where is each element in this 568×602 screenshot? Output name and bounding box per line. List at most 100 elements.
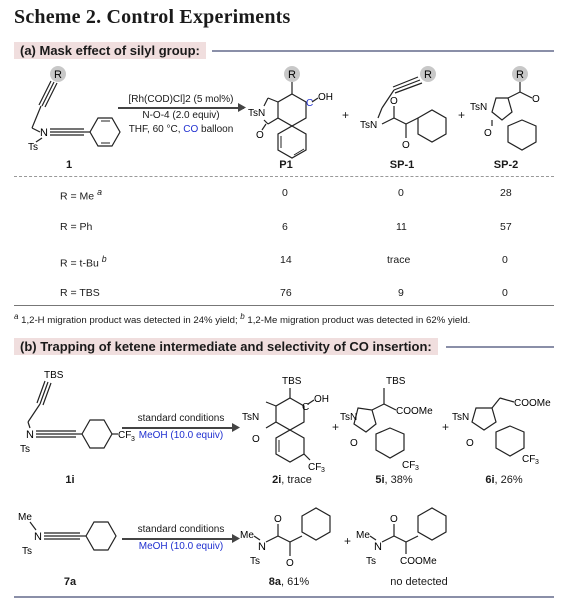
section-b-header: (b) Trapping of ketene intermediate and …	[14, 336, 438, 356]
svg-text:TsN: TsN	[242, 412, 259, 423]
product-sp1-label: SP-1	[389, 159, 415, 171]
svg-text:N: N	[34, 531, 42, 543]
arrow-head-b2	[232, 534, 240, 543]
svg-text:TsN: TsN	[248, 108, 265, 119]
product-6i-label: 6i, 26%	[485, 474, 523, 486]
table-cell-sp2: 28	[500, 187, 512, 199]
table-cell-sp2: 0	[502, 254, 508, 266]
section-a-header: (a) Mask effect of silyl group:	[14, 40, 206, 60]
conditions-b1-bottom: MeOH (10.0 equiv)	[138, 430, 224, 441]
svg-text:N: N	[26, 429, 34, 441]
svg-text:3: 3	[321, 467, 325, 472]
plus-sign: +	[442, 420, 450, 434]
svg-text:COOMe: COOMe	[400, 556, 437, 567]
plus-sign: +	[344, 534, 352, 548]
svg-text:Ts: Ts	[366, 556, 376, 567]
table-divider	[14, 176, 554, 177]
product-6i-structure: COOMe TsN O CF 3	[452, 397, 551, 466]
svg-text:OH: OH	[318, 92, 333, 103]
table-cell-p1: 6	[282, 221, 288, 233]
substrate-1-label: 1	[65, 159, 73, 171]
table-cell-sp1: 0	[398, 187, 404, 199]
arrow-head-a	[238, 103, 246, 112]
product-2i-structure: TBS C OH TsN O CF 3	[242, 376, 329, 472]
svg-text:Ts: Ts	[250, 556, 260, 567]
svg-text:O: O	[532, 94, 540, 105]
svg-text:CF: CF	[118, 430, 131, 441]
svg-text:O: O	[274, 514, 282, 525]
conditions-b2-top: standard conditions	[137, 524, 225, 535]
svg-text:3: 3	[535, 459, 539, 466]
svg-text:TsN: TsN	[360, 120, 377, 131]
product-5i-label: 5i, 38%	[375, 474, 413, 486]
atom-Ts: Ts	[28, 142, 38, 153]
plus-sign: +	[458, 108, 466, 122]
section-b-label: (b) Trapping of ketene intermediate and …	[14, 337, 438, 355]
svg-text:3: 3	[131, 436, 135, 443]
svg-text:N: N	[258, 541, 266, 553]
table-cell-p1: 76	[280, 287, 292, 299]
plus-sign: +	[342, 108, 350, 122]
product-p1-label: P1	[279, 159, 293, 171]
conditions-env-co: CO	[183, 124, 199, 135]
conditions-oxidant: N-O-4 (2.0 equiv)	[142, 110, 220, 121]
svg-text:O: O	[466, 438, 474, 449]
svg-text:TBS: TBS	[44, 370, 64, 381]
conditions-b1-top: standard conditions	[137, 413, 225, 424]
svg-text:Ts: Ts	[20, 444, 30, 455]
conditions-b2-bottom: MeOH (10.0 equiv)	[138, 541, 224, 552]
conditions-environment: THF, 60 °C, CO balloon	[118, 124, 244, 135]
svg-text:C: C	[306, 98, 313, 109]
conditions-env-prefix: THF, 60 °C,	[128, 124, 184, 135]
svg-text:O: O	[286, 558, 294, 569]
svg-text:O: O	[390, 514, 398, 525]
svg-text:CF: CF	[522, 454, 535, 465]
footnote: a 1,2-H migration product was detected i…	[14, 312, 471, 327]
svg-text:TsN: TsN	[470, 102, 487, 113]
svg-text:N: N	[374, 541, 382, 553]
reaction-arrow-a	[118, 107, 244, 109]
svg-text:O: O	[484, 128, 492, 139]
substrate-1i-label: 1i	[65, 474, 75, 486]
svg-text:O: O	[390, 96, 398, 107]
substrate-7a-label: 7a	[63, 576, 77, 588]
product-sp2-structure: R O TsN O	[470, 66, 540, 151]
svg-text:R: R	[424, 69, 432, 81]
product-undetected-label: no detected	[390, 576, 448, 588]
svg-text:OH: OH	[314, 394, 329, 405]
product-sp2-label: SP-2	[493, 159, 519, 171]
svg-text:TBS: TBS	[282, 376, 302, 387]
svg-text:O: O	[402, 140, 410, 151]
reaction-arrow-b2	[122, 538, 236, 540]
bottom-rule	[14, 596, 554, 598]
plus-sign: +	[332, 420, 340, 434]
product-p1-structure: R C OH TsN O	[248, 66, 333, 159]
svg-text:Ts: Ts	[22, 546, 32, 557]
table-cell-sp2: 57	[500, 221, 512, 233]
svg-text:Me: Me	[356, 530, 370, 541]
svg-text:C: C	[302, 402, 309, 413]
svg-text:O: O	[350, 438, 358, 449]
product-8a-label: 8a, 61%	[268, 576, 310, 588]
arrow-head-b1	[232, 423, 240, 432]
section-a-label: (a) Mask effect of silyl group:	[14, 41, 206, 59]
svg-text:TsN: TsN	[340, 412, 357, 423]
svg-text:TBS: TBS	[386, 376, 406, 387]
atom-N: N	[40, 127, 48, 139]
section-a-rule	[212, 50, 554, 52]
svg-text:Me: Me	[18, 512, 32, 523]
atom-R: R	[54, 69, 62, 81]
product-2i-label: 2i, trace	[272, 474, 312, 486]
table-row-r-label: R = t-Bu b	[60, 254, 107, 270]
product-5i-structure: TBS COOMe TsN O CF 3	[340, 376, 433, 472]
substrate-1-structure: R N Ts	[28, 66, 121, 153]
svg-text:R: R	[288, 69, 296, 81]
reaction-arrow-b1	[122, 427, 236, 429]
table-cell-sp2: 0	[502, 287, 508, 299]
section-b-rule	[446, 346, 554, 348]
svg-text:CF: CF	[308, 462, 321, 472]
product-undetected-structure: Me N Ts O COOMe	[356, 507, 447, 567]
table-cell-p1: 0	[282, 187, 288, 199]
table-cell-sp1: 11	[396, 221, 407, 233]
svg-text:O: O	[256, 130, 264, 141]
